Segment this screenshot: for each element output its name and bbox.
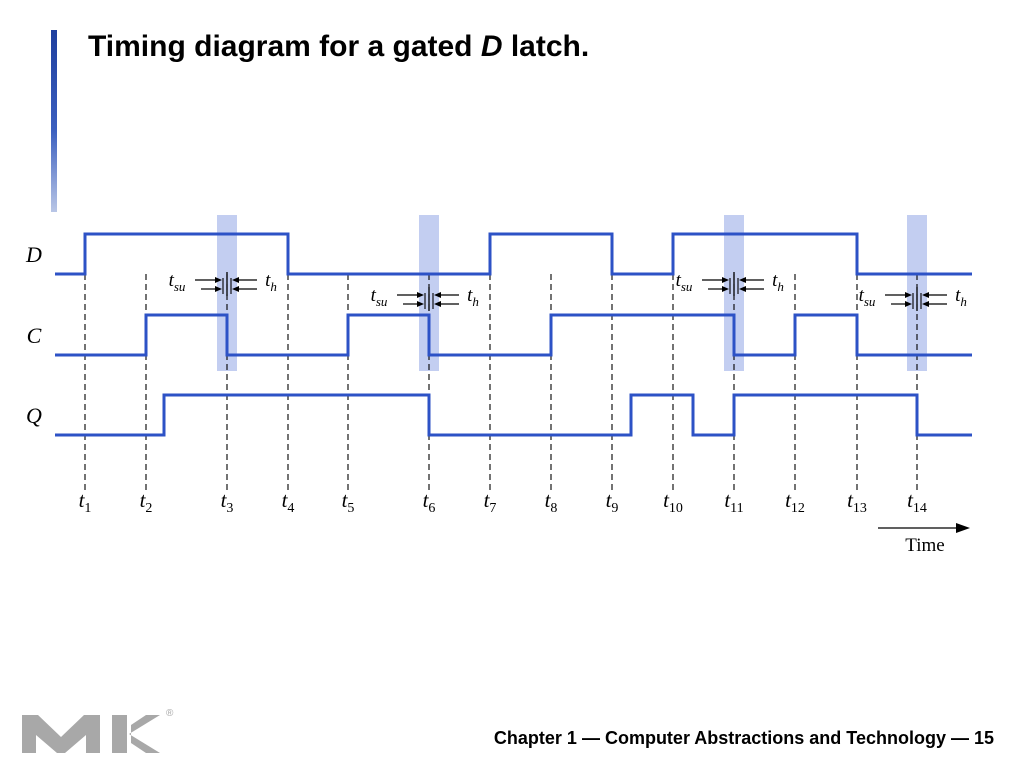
setup-hold-annotation-4: tsu th xyxy=(859,285,967,311)
hold-time-label: th xyxy=(265,270,277,294)
setup-hold-annotation-1: tsu th xyxy=(169,270,277,296)
setup-time-label: tsu xyxy=(676,270,693,294)
footer-text: Chapter 1 — Computer Abstractions and Te… xyxy=(493,728,994,748)
time-axis-arrowhead xyxy=(956,523,970,533)
setup-arrow-top-head xyxy=(215,277,222,283)
waveform-Q xyxy=(55,393,972,437)
time-mark-label-4: t4 xyxy=(282,488,295,516)
waveform-D xyxy=(55,232,972,276)
time-mark-label-10: t10 xyxy=(663,488,683,516)
time-mark-label-3: t3 xyxy=(221,488,234,516)
time-mark-dashed-lines xyxy=(84,274,918,490)
time-mark-labels: t1 t2 t3 t4 t5 t6 t7 t8 t9 t10 t11 t12 t13 t14 xyxy=(79,488,927,516)
hold-arrow-bottom-head xyxy=(739,286,746,292)
title-prefix: Timing diagram for a gated xyxy=(88,30,481,63)
slide-title: Timing diagram for a gated D latch. xyxy=(88,30,589,64)
time-mark-label-5: t5 xyxy=(342,488,355,516)
time-mark-label-2: t2 xyxy=(140,488,153,516)
setup-arrow-bottom-head xyxy=(722,286,729,292)
logo-registered-mark: ® xyxy=(166,708,174,719)
hold-time-label: th xyxy=(467,285,479,309)
time-axis-label: Time xyxy=(905,535,944,556)
waveform-C xyxy=(55,313,972,357)
time-mark-label-9: t9 xyxy=(606,488,619,516)
setup-arrow-bottom-head xyxy=(417,301,424,307)
title-italic-d: D xyxy=(480,30,503,63)
setup-arrow-bottom-head xyxy=(215,286,222,292)
logo-k-stem xyxy=(112,715,127,753)
setup-arrow-bottom-head xyxy=(905,301,912,307)
logo-k-arm xyxy=(129,715,160,753)
setup-arrow-top-head xyxy=(722,277,729,283)
time-mark-label-13: t13 xyxy=(847,488,867,516)
time-mark-label-6: t6 xyxy=(423,488,436,516)
setup-time-label: tsu xyxy=(169,270,186,294)
mk-logo: ® xyxy=(22,708,174,753)
setup-hold-annotations: tsu th tsu th tsu th tsu th xyxy=(169,270,967,311)
time-mark-label-11: t11 xyxy=(724,488,743,516)
time-mark-label-8: t8 xyxy=(545,488,558,516)
setup-hold-highlights xyxy=(217,215,927,371)
time-axis: Time xyxy=(878,523,970,556)
title-accent-bar xyxy=(51,30,57,212)
signal-label-Q: Q xyxy=(26,403,42,428)
hold-arrow-bottom-head xyxy=(922,301,929,307)
hold-time-label: th xyxy=(955,285,967,309)
setup-arrow-top-head xyxy=(417,292,424,298)
setup-arrow-top-head xyxy=(905,292,912,298)
hold-arrow-bottom-head xyxy=(434,301,441,307)
signal-labels: D C Q xyxy=(25,242,42,428)
setup-hold-annotation-2: tsu th xyxy=(371,285,479,311)
time-mark-label-14: t14 xyxy=(907,488,927,516)
hold-arrow-top-head xyxy=(739,277,746,283)
time-mark-label-7: t7 xyxy=(484,488,497,516)
hold-time-label: th xyxy=(772,270,784,294)
waveforms xyxy=(55,232,972,437)
hold-arrow-bottom-head xyxy=(232,286,239,292)
time-mark-label-1: t1 xyxy=(79,488,92,516)
signal-label-D: D xyxy=(25,242,42,267)
title-suffix: latch. xyxy=(502,30,590,63)
hold-arrow-top-head xyxy=(232,277,239,283)
hold-arrow-top-head xyxy=(434,292,441,298)
logo-m-shape xyxy=(22,715,100,753)
time-mark-label-12: t12 xyxy=(785,488,805,516)
setup-time-label: tsu xyxy=(859,285,876,309)
hold-arrow-top-head xyxy=(922,292,929,298)
setup-time-label: tsu xyxy=(371,285,388,309)
setup-hold-annotation-3: tsu th xyxy=(676,270,784,296)
signal-label-C: C xyxy=(27,323,42,348)
